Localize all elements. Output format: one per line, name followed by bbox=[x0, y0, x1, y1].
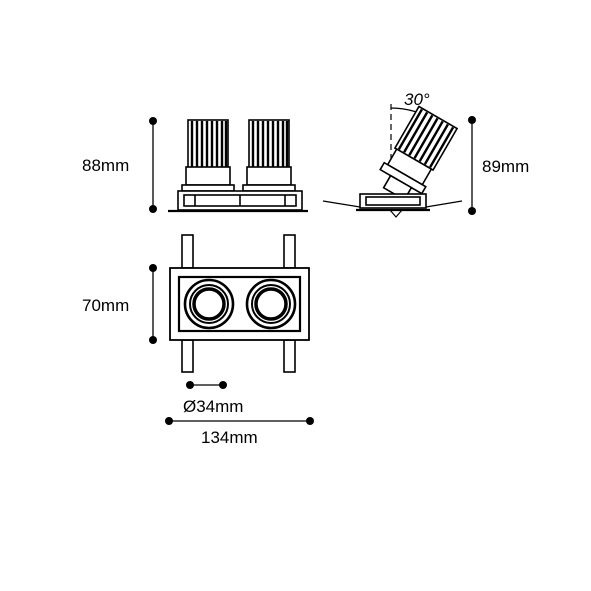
side-height-dimension bbox=[468, 116, 476, 215]
aperture-dimension bbox=[186, 381, 227, 389]
left-heatsink bbox=[181, 119, 235, 192]
side-elevation bbox=[322, 104, 476, 218]
tilt-angle-label: 30° bbox=[404, 90, 430, 109]
right-heatsink bbox=[242, 119, 296, 192]
aperture-label: Ø34mm bbox=[183, 397, 243, 416]
left-lens bbox=[183, 278, 235, 330]
tilted-head bbox=[379, 105, 459, 201]
width-dimension bbox=[165, 417, 314, 425]
plan-depth-dimension bbox=[149, 264, 157, 344]
front-height-dimension bbox=[149, 117, 157, 213]
inner-frame bbox=[177, 275, 302, 333]
plan-depth-label: 70mm bbox=[82, 296, 129, 315]
right-lens bbox=[245, 278, 297, 330]
front-elevation bbox=[149, 117, 308, 213]
side-trim bbox=[322, 193, 463, 218]
front-height-label: 88mm bbox=[82, 156, 129, 175]
width-label: 134mm bbox=[201, 428, 258, 447]
side-height-label: 89mm bbox=[482, 157, 529, 176]
plan-view bbox=[149, 234, 314, 425]
front-trim bbox=[168, 190, 308, 213]
